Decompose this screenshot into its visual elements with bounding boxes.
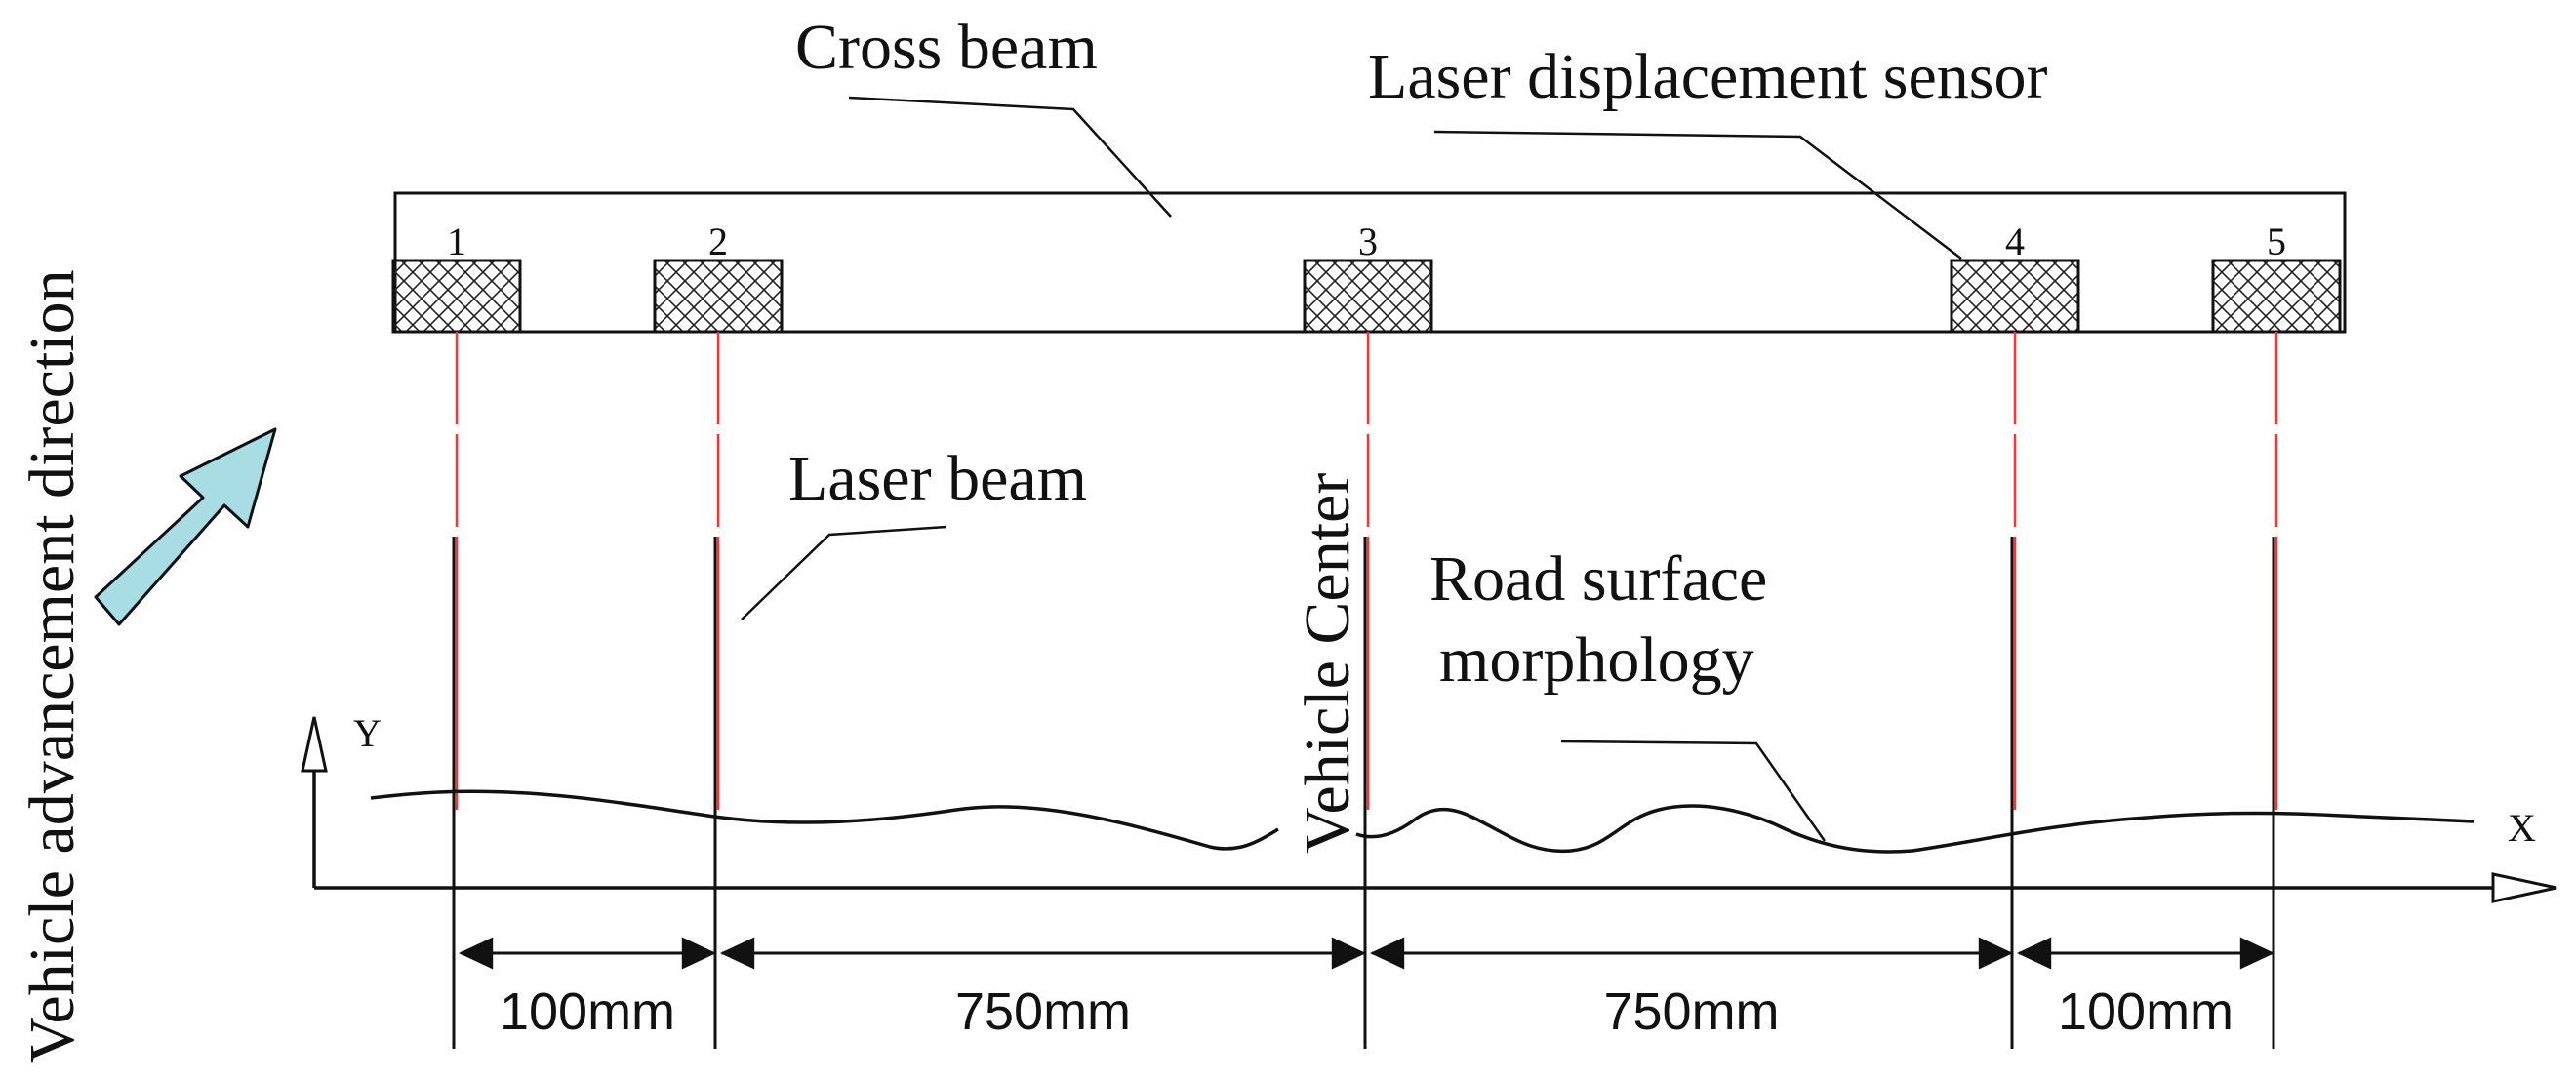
dimension-arrow-left-3 — [1370, 937, 1405, 970]
dimension-arrow-right-1 — [681, 937, 716, 970]
sensor-number-5: 5 — [2267, 220, 2286, 263]
cross-beam-leader — [848, 96, 1172, 218]
sensor-group: 1 2 3 4 5 — [391, 220, 2342, 334]
road-surface-curve — [370, 789, 2475, 854]
dimension-arrow-left-2 — [720, 937, 755, 970]
x-axis-arrowhead — [2491, 872, 2557, 903]
dimension-arrow-right-2 — [1331, 937, 1366, 970]
y-axis-label: Y — [353, 711, 382, 755]
road-surface-label-line2: morphology — [1439, 624, 1754, 696]
laser-beams — [452, 332, 2278, 1049]
laser-sensor-leader — [1433, 130, 1962, 260]
laser-beam-leader — [741, 525, 947, 620]
sensor-number-3: 3 — [1358, 220, 1378, 263]
dimension-arrow-right-4 — [2239, 937, 2274, 970]
advance-direction-arrow-icon — [94, 427, 277, 626]
dimension-arrow-left-4 — [2017, 937, 2052, 970]
dimension-arrow-left-1 — [459, 937, 494, 970]
dimension-lines: 100mm 750mm 750mm 100mm — [459, 937, 2274, 1041]
y-axis-arrowhead — [301, 716, 328, 773]
road-surface-leader — [1560, 740, 1827, 842]
sensor-number-4: 4 — [2005, 220, 2025, 263]
road-surface-label-line1: Road surface — [1429, 543, 1767, 615]
laser-beam-label: Laser beam — [788, 443, 1087, 514]
dimension-label-3: 750mm — [1603, 982, 1779, 1041]
vehicle-center-label: Vehicle Center — [1292, 473, 1363, 854]
dimension-arrow-right-3 — [1978, 937, 2013, 970]
advance-direction-label: Vehicle advancement direction — [17, 269, 88, 1063]
sensor-number-2: 2 — [708, 220, 728, 263]
dimension-label-2: 750mm — [955, 982, 1131, 1041]
sensor-number-1: 1 — [447, 220, 466, 263]
laser-sensor-label: Laser displacement sensor — [1368, 41, 2047, 112]
sensor-box-4 — [1950, 259, 2080, 334]
sensor-box-2 — [653, 259, 784, 334]
sensor-box-1 — [391, 259, 522, 334]
dimension-label-1: 100mm — [500, 982, 675, 1041]
dimension-label-4: 100mm — [2058, 982, 2234, 1041]
sensor-box-3 — [1303, 259, 1433, 334]
x-axis-label: X — [2508, 806, 2536, 850]
sensor-box-5 — [2211, 259, 2342, 334]
cross-beam-label: Cross beam — [795, 12, 1098, 83]
